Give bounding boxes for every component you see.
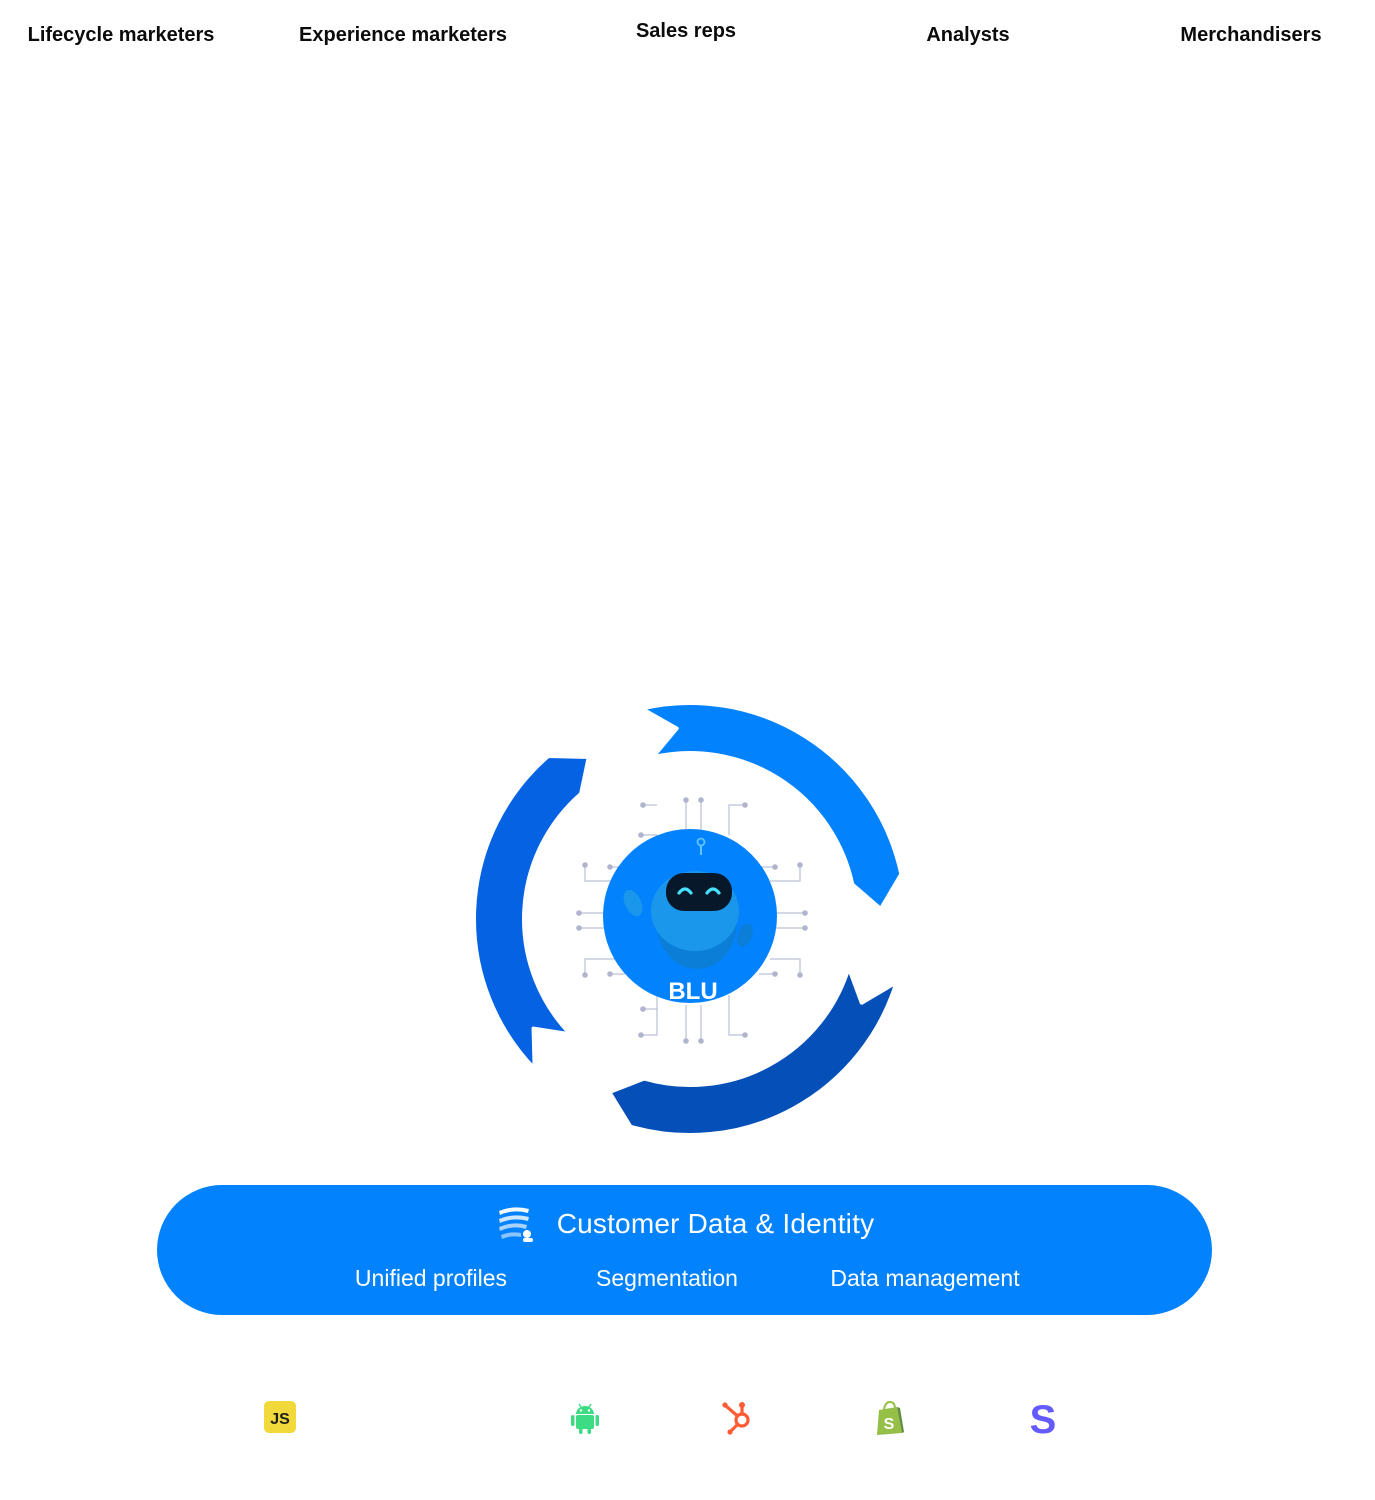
circuit-node [640,1006,646,1012]
cycle-arc-left [472,753,591,1072]
cycle-arc-bottom [607,965,899,1137]
circuit-node [698,797,704,803]
circuit-node [742,802,748,808]
cycle-diagram: BLU [472,701,904,1137]
circuit-node [698,1038,704,1044]
hubspot-logo[interactable] [718,1398,758,1438]
circuit-node [638,832,644,838]
layers-icon [498,1207,533,1242]
circuit-node [683,1038,689,1044]
circuit-node [638,1032,644,1038]
circuit-node [742,1032,748,1038]
customer-data-identity-panel: Customer Data & Identity Unified profile… [157,1185,1212,1315]
role-analysts[interactable]: Analysts [926,24,1010,46]
role-sales-reps[interactable]: Sales reps [635,20,737,42]
shopify-logo-text: S [884,1416,895,1433]
cycle-arc-top [639,701,904,912]
circuit-node [802,910,808,916]
circuit-node [582,972,588,978]
javascript-logo[interactable]: JS [260,1398,300,1438]
circuit-node [797,862,803,868]
shopify-logo[interactable]: S [870,1398,910,1438]
android-logo[interactable] [565,1398,605,1438]
stripe-logo-text: S [1030,1398,1057,1438]
role-merchandisers[interactable]: Merchandisers [1180,24,1322,46]
stripe-logo[interactable]: S [1023,1398,1063,1438]
robot-mascot-icon [623,837,753,969]
feature-data-management[interactable]: Data management [830,1265,1020,1291]
role-lifecycle-marketers[interactable]: Lifecycle marketers [27,24,215,46]
blu-label: BLU [668,978,717,1005]
feature-segmentation[interactable]: Segmentation [596,1265,738,1291]
circuit-node [797,972,803,978]
circuit-node [582,862,588,868]
circuit-node [802,925,808,931]
circuit-node [683,797,689,803]
feature-unified-profiles[interactable]: Unified profiles [354,1265,508,1291]
circuit-node [640,802,646,808]
circuit-node [772,971,778,977]
platform-title: Customer Data & Identity [556,1208,875,1239]
role-experience-marketers[interactable]: Experience marketers [299,24,507,46]
circuit-node [576,910,582,916]
circuit-node [607,971,613,977]
circuit-node [772,864,778,870]
javascript-logo-text: JS [270,1411,290,1428]
circuit-node [576,925,582,931]
circuit-node [607,864,613,870]
